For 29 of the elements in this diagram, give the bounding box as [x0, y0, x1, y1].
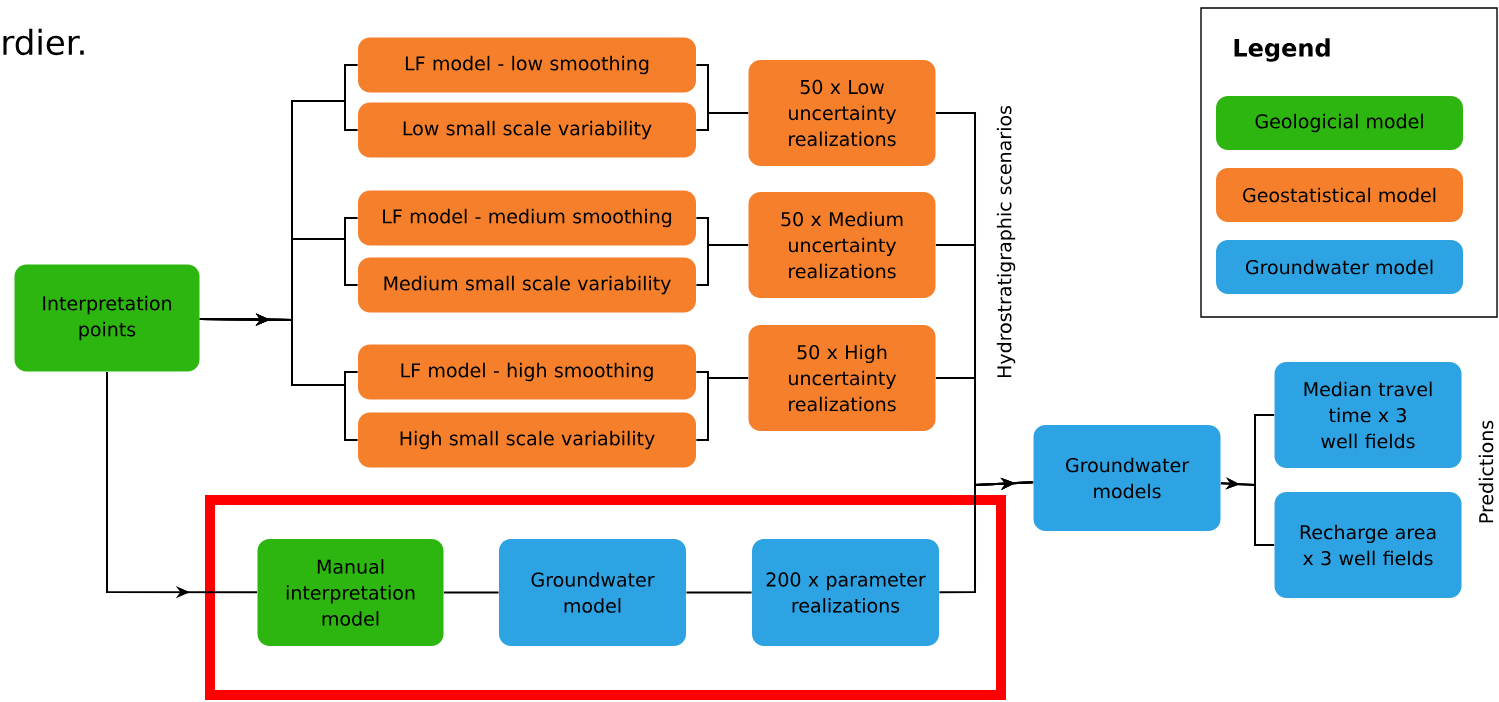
connector — [1219, 477, 1276, 546]
process-box: 50 x Low uncertainty realizations — [748, 60, 936, 166]
process-box: LF model - low smoothing — [358, 37, 696, 93]
axis-label: Hydrostratigraphic scenarios — [996, 106, 1016, 378]
process-box: LF model - medium smoothing — [358, 190, 696, 246]
connector — [695, 377, 750, 441]
process-box: Recharge area x 3 well fields — [1274, 492, 1462, 598]
process-box: Manual interpretation model — [257, 539, 444, 646]
process-box: Low small scale variability — [358, 102, 696, 158]
process-box: Groundwater model — [499, 539, 686, 646]
axis-label: Predictions — [1478, 420, 1494, 523]
process-box: 50 x Medium uncertainty realizations — [748, 192, 936, 298]
process-box: High small scale variability — [358, 412, 696, 468]
connector — [685, 591, 753, 594]
process-box: Interpretation points — [14, 264, 200, 372]
legend-title: Legend — [1234, 38, 1330, 62]
process-box: Groundwater models — [1033, 425, 1221, 531]
process-box: Median travel time x 3 well fields — [1274, 362, 1462, 468]
process-box: Medium small scale variability — [358, 257, 696, 313]
connector — [938, 477, 1035, 594]
connector — [442, 591, 500, 594]
process-box: 200 x parameter realizations — [752, 539, 939, 646]
connector — [695, 244, 750, 286]
connector — [198, 313, 359, 441]
cut-off-text: rdier. — [3, 28, 84, 56]
highlight-frame — [205, 495, 1006, 700]
connector — [695, 112, 750, 131]
process-box: 50 x High uncertainty realizations — [748, 325, 936, 431]
process-box: LF model - high smoothing — [358, 344, 696, 400]
